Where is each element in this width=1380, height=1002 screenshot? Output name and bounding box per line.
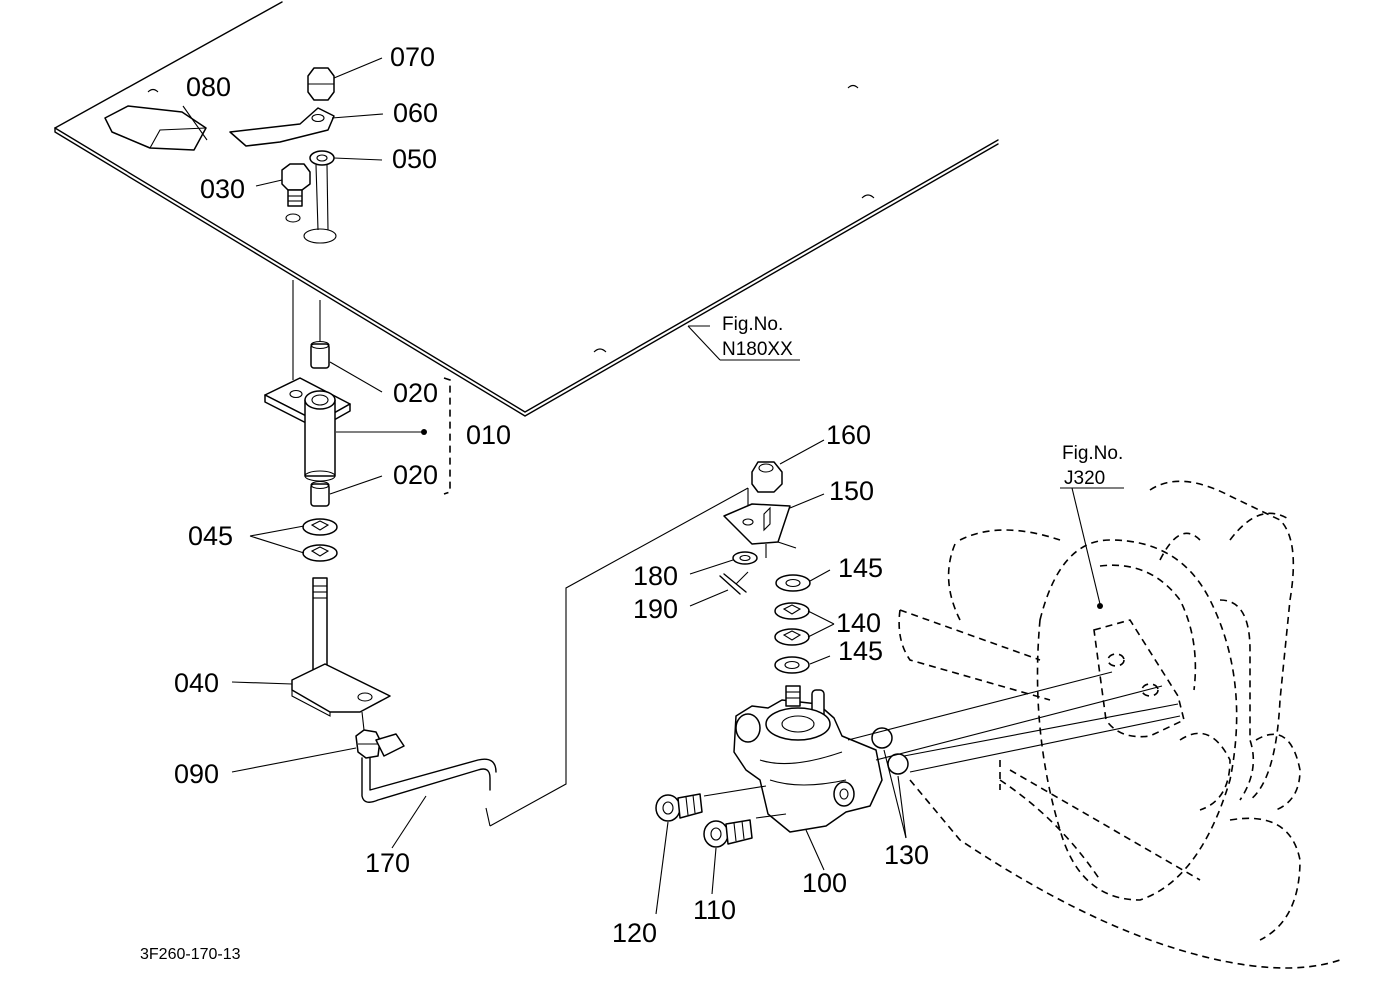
- bushing-020-lower: [310, 480, 330, 507]
- label-050: 050: [392, 144, 437, 174]
- label-070: 070: [390, 42, 435, 72]
- label-040: 040: [174, 668, 219, 698]
- nut-070: [307, 67, 335, 101]
- label-190: 190: [633, 594, 678, 624]
- washer-145-upper: [775, 574, 811, 592]
- joint-090: [355, 729, 405, 759]
- diagram-code: 3F260-170-13: [140, 946, 241, 963]
- label-060: 060: [393, 98, 438, 128]
- leader-dot-010: [421, 429, 427, 435]
- leader-lines: [182, 57, 1124, 915]
- bolt-030: [281, 163, 311, 207]
- fig-ref-n180xx: Fig.No. N180XX: [722, 314, 793, 360]
- label-045: 045: [188, 521, 233, 551]
- pin-190: [719, 571, 749, 595]
- label-145-lower: 145: [838, 636, 883, 666]
- engine-j320: [898, 480, 1341, 969]
- rod-170: [361, 757, 497, 827]
- label-100: 100: [802, 868, 847, 898]
- fig-ref-j320: Fig.No. J320: [1062, 443, 1123, 489]
- label-160: 160: [826, 420, 871, 450]
- o-rings-130: [871, 727, 909, 775]
- leader-dot-j320: [1097, 603, 1103, 609]
- floor-panel: [54, 1, 999, 417]
- washer-180: [732, 551, 758, 565]
- lever-060: [229, 107, 335, 147]
- label-010: 010: [466, 420, 511, 450]
- label-145-upper: 145: [838, 553, 883, 583]
- shaft-040: [291, 577, 391, 731]
- label-120: 120: [612, 918, 657, 948]
- fig-ref-j320-value: J320: [1064, 468, 1105, 489]
- fig-ref-j320-label: Fig.No.: [1062, 443, 1123, 464]
- bracket-150: [723, 503, 797, 558]
- fig-ref-n180-value: N180XX: [722, 339, 793, 360]
- label-090: 090: [174, 759, 219, 789]
- washer-145-lower: [774, 656, 810, 674]
- fig-ref-n180-label: Fig.No.: [722, 314, 783, 335]
- knob-080: [104, 105, 207, 151]
- washers-140: [774, 602, 810, 646]
- bracket-010: [264, 377, 351, 482]
- bolt-110: [703, 819, 753, 848]
- group-bracket-010: [443, 377, 451, 495]
- link-rod-line: [489, 487, 749, 827]
- label-020-upper: 020: [393, 378, 438, 408]
- label-020-lower: 020: [393, 460, 438, 490]
- governor-body-100: [703, 685, 883, 833]
- label-150: 150: [829, 476, 874, 506]
- bolt-120: [655, 793, 703, 822]
- label-170: 170: [365, 848, 410, 878]
- label-130: 130: [884, 840, 929, 870]
- label-180: 180: [633, 561, 678, 591]
- assembly-axis-lines: [292, 280, 321, 380]
- bushing-020-upper: [310, 340, 330, 369]
- label-030: 030: [200, 174, 245, 204]
- nut-160: [751, 461, 783, 493]
- label-080: 080: [186, 72, 231, 102]
- label-140: 140: [836, 608, 881, 638]
- part-labels: 070 080 060 050 030 020 010 020 045 040 …: [174, 42, 929, 948]
- label-110: 110: [693, 895, 736, 925]
- washer-050: [309, 150, 335, 231]
- washers-045: [302, 518, 338, 562]
